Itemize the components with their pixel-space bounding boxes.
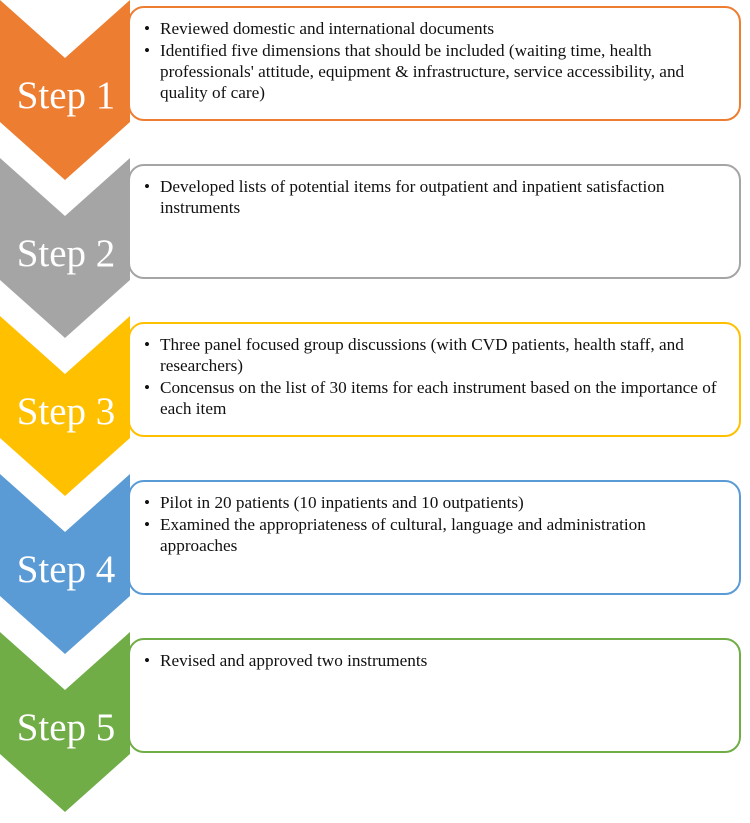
step-3-description-box: Three panel focused group discussions (w… xyxy=(128,322,741,437)
bullet-item: Identified five dimensions that should b… xyxy=(144,40,727,103)
step-4-description-box: Pilot in 20 patients (10 inpatients and … xyxy=(128,480,741,595)
chevron-shape xyxy=(0,474,130,654)
step-1-label: Step 1 xyxy=(16,74,116,117)
step-2-description-box: Developed lists of potential items for o… xyxy=(128,164,741,279)
bullet-item: Concensus on the list of 30 items for ea… xyxy=(144,377,727,419)
step-1-description-box: Reviewed domestic and international docu… xyxy=(128,6,741,121)
step-2-label: Step 2 xyxy=(16,232,116,275)
bullet-list: Pilot in 20 patients (10 inpatients and … xyxy=(144,492,727,556)
bullet-item: Three panel focused group discussions (w… xyxy=(144,334,727,376)
step-2-chevron xyxy=(0,158,130,338)
step-5-label: Step 5 xyxy=(16,706,116,749)
bullet-item: Examined the appropriateness of cultural… xyxy=(144,514,727,556)
step-5-description-box: Revised and approved two instruments xyxy=(128,638,741,753)
bullet-item: Revised and approved two instruments xyxy=(144,650,727,671)
step-5-chevron xyxy=(0,632,130,812)
chevron-shape xyxy=(0,0,130,180)
step-3: Step 3 Three panel focused group discussi… xyxy=(0,316,750,496)
step-4-chevron xyxy=(0,474,130,654)
step-4-label: Step 4 xyxy=(16,548,116,591)
chevron-shape xyxy=(0,158,130,338)
bullet-item: Pilot in 20 patients (10 inpatients and … xyxy=(144,492,727,513)
bullet-list: Developed lists of potential items for o… xyxy=(144,176,727,218)
step-3-chevron xyxy=(0,316,130,496)
bullet-list: Revised and approved two instruments xyxy=(144,650,727,671)
bullet-item: Reviewed domestic and international docu… xyxy=(144,18,727,39)
chevron-shape xyxy=(0,632,130,812)
step-1: Step 1 Reviewed domestic and internationa… xyxy=(0,0,750,180)
step-5: Step 5 Revised and approved two instrumen… xyxy=(0,632,750,812)
step-4: Step 4 Pilot in 20 patients (10 inpatient… xyxy=(0,474,750,654)
bullet-list: Three panel focused group discussions (w… xyxy=(144,334,727,419)
bullet-list: Reviewed domestic and international docu… xyxy=(144,18,727,103)
bullet-item: Developed lists of potential items for o… xyxy=(144,176,727,218)
chevron-shape xyxy=(0,316,130,496)
step-3-label: Step 3 xyxy=(16,390,116,433)
step-1-chevron xyxy=(0,0,130,180)
step-2: Step 2 Developed lists of potential items… xyxy=(0,158,750,338)
